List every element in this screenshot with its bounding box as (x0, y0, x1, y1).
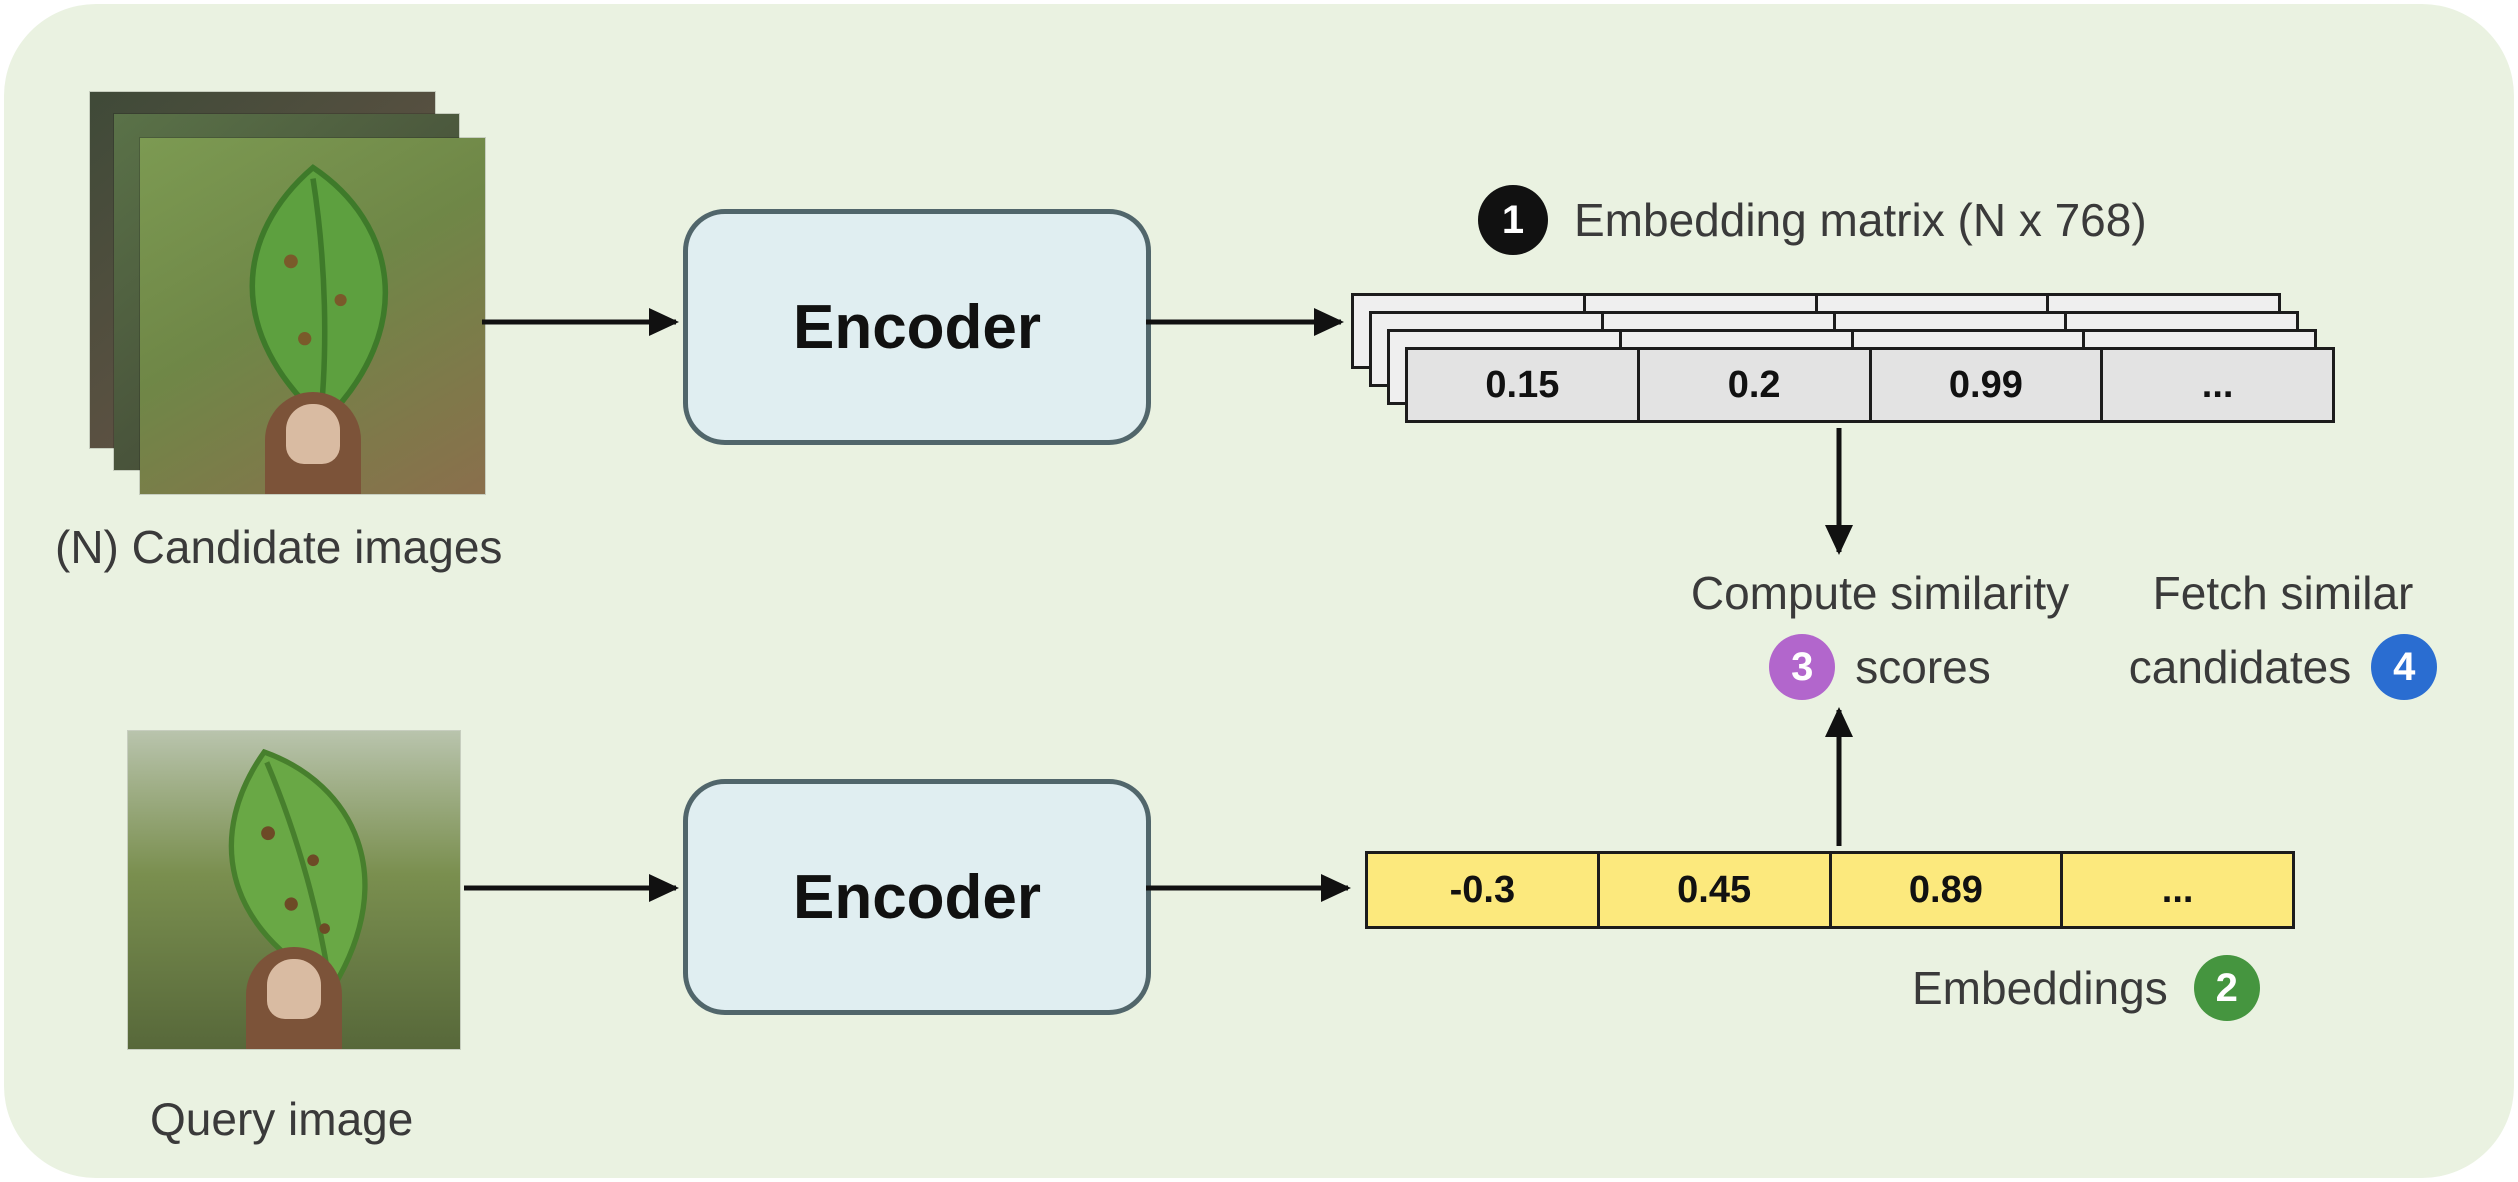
embedding-cell: 0.45 (1600, 854, 1832, 926)
matrix-cell: ... (2201, 363, 2234, 406)
encoder-box-bottom: Encoder (683, 779, 1151, 1015)
compute-similarity-label-line2: scores (1855, 641, 1991, 693)
encoder-label: Encoder (792, 292, 1042, 362)
encoder-box-top: Encoder (683, 209, 1151, 445)
step-4-badge: 4 (2371, 634, 2438, 700)
query-image-label: Query image (150, 1093, 414, 1145)
compute-similarity-label-line1: Compute similarity (1690, 567, 2070, 619)
embedding-row: -0.3 0.45 0.89 ... (1365, 851, 2295, 929)
hand-illustration (246, 947, 342, 1049)
embedding-matrix-label: Embedding matrix (N x 768) (1574, 194, 2147, 246)
matrix-row-front: 0.15 0.2 0.99 ... (1405, 347, 2335, 423)
step-4-block: Fetch similar candidates 4 (2083, 566, 2483, 700)
step-1-badge: 1 (1478, 185, 1548, 255)
step-2-badge: 2 (2193, 955, 2260, 1021)
matrix-cell: 0.99 (1872, 350, 2104, 420)
step-2-row: Embeddings 2 (1912, 955, 2260, 1021)
candidate-images-stack (90, 92, 490, 498)
embeddings-label: Embeddings (1912, 962, 2168, 1014)
step-1-row: 1 Embedding matrix (N x 768) (1478, 185, 2147, 255)
candidate-images-label: (N) Candidate images (55, 521, 503, 573)
leaf-illustration (228, 749, 368, 991)
candidate-photo-front (140, 138, 485, 494)
step-3-badge: 3 (1769, 634, 1836, 700)
embedding-cell: -0.3 (1368, 854, 1600, 926)
hand-illustration (264, 392, 361, 494)
step-3-block: Compute similarity 3 scores (1680, 566, 2080, 700)
matrix-cell: 0.2 (1640, 350, 1872, 420)
embedding-cell: 0.89 (1832, 854, 2064, 926)
embedding-cell: ... (2161, 868, 2194, 911)
query-image (128, 731, 460, 1049)
encoder-label: Encoder (792, 862, 1042, 932)
fetch-similar-label-line1: Fetch similar (2152, 567, 2414, 619)
fetch-similar-label-line2: candidates (2128, 641, 2352, 693)
matrix-cell: 0.15 (1408, 350, 1640, 420)
